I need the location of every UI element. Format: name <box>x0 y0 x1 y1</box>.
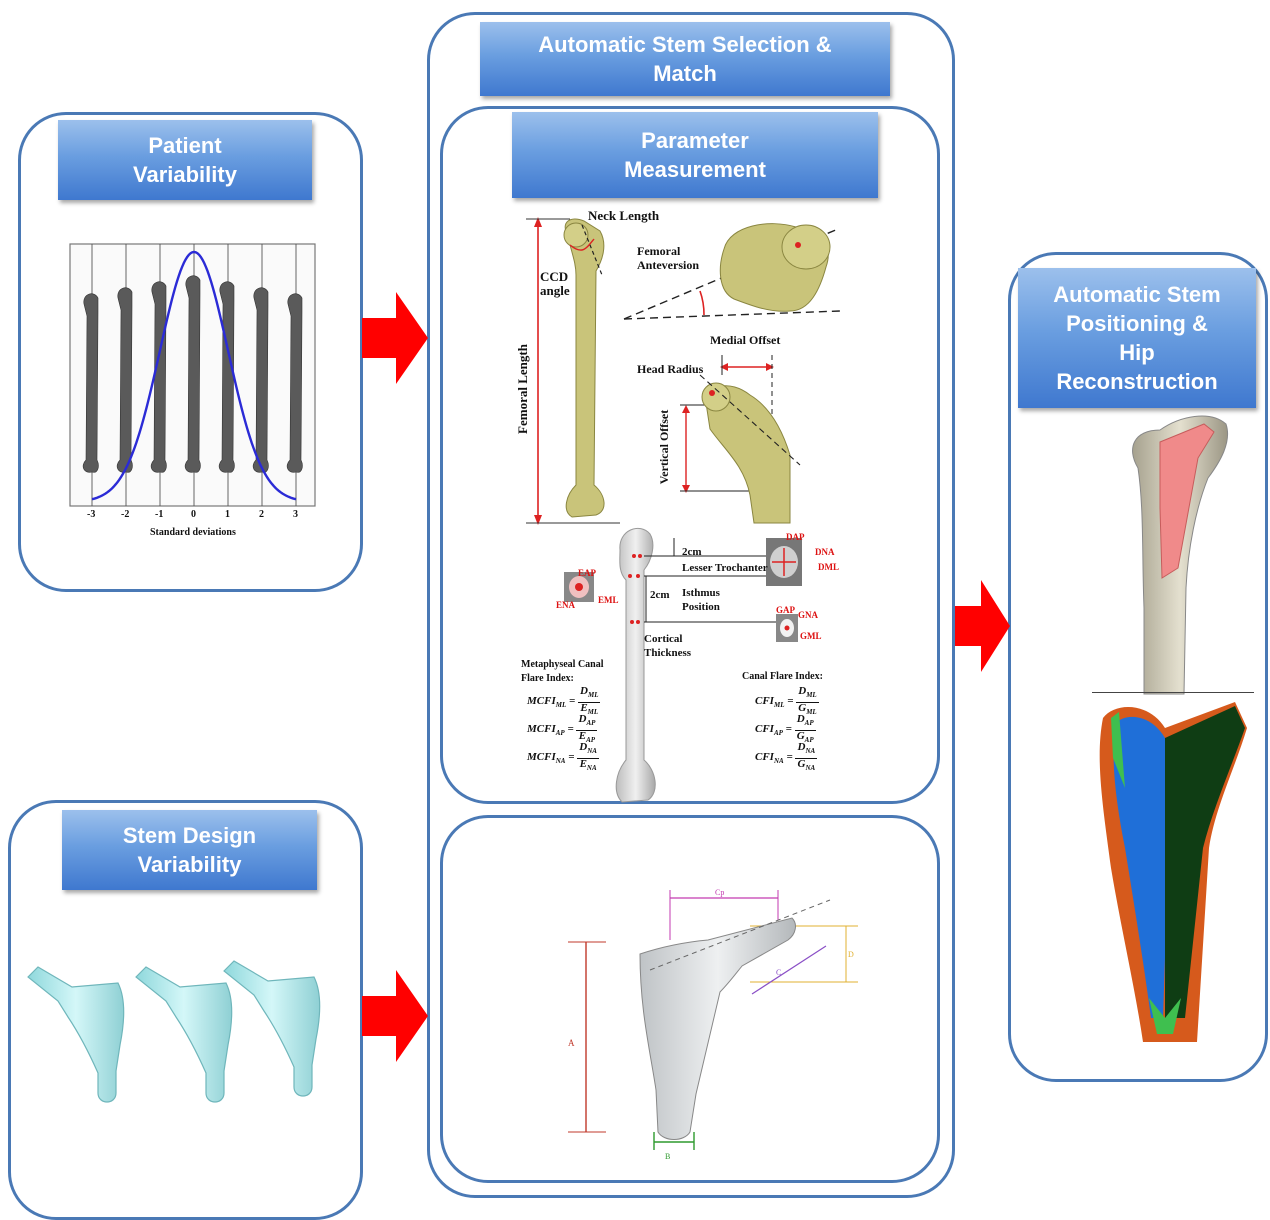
dim-a-label: A <box>568 1036 575 1050</box>
positioning-header: Automatic Stem Positioning & Hip Reconst… <box>1018 268 1256 408</box>
cfi-formulas: CFIML = DMLGMLCFIAP = DAPGAPCFINA = DNAG… <box>755 688 835 772</box>
stem-design-icon <box>136 967 232 1102</box>
g-ml-label: GML <box>800 629 822 643</box>
x-axis-label: Standard deviations <box>150 526 236 540</box>
stem-designs-illustration <box>20 955 350 1135</box>
isthmus-position-label: Isthmus Position <box>682 586 720 614</box>
flare-index-formula: CFINA = DNAGNA <box>755 744 835 772</box>
vertical-offset-label: Vertical Offset <box>657 401 671 493</box>
arrow-design-to-selection <box>362 970 430 1062</box>
stem-dimensions-illustration <box>560 880 870 1165</box>
arrow-selection-to-positioning <box>955 580 1011 672</box>
mcfi-formulas: MCFIML = DMLEMLMCFIAP = DAPEAPMCFINA = D… <box>527 688 607 772</box>
stem-design-icon <box>224 961 320 1096</box>
two-cm-label: 2cm <box>682 545 702 559</box>
dim-c-label: C <box>776 966 781 980</box>
tick-labels: -3 -2 -1 0 1 2 3 <box>62 508 322 522</box>
stem-design-icon <box>28 967 124 1102</box>
g-ap-label: GAP <box>776 603 795 617</box>
tick-label: 1 <box>225 508 230 522</box>
tick-label: -2 <box>121 508 129 522</box>
d-ml-label: DML <box>818 560 839 574</box>
parameter-measurement-header: Parameter Measurement <box>512 112 878 198</box>
dim-d-label: D <box>848 948 854 962</box>
d-ap-label: DAP <box>786 530 805 544</box>
e-ml-label: EML <box>598 593 619 607</box>
canal-flare-title: Canal Flare Index: <box>742 670 823 684</box>
tick-label: 3 <box>293 508 298 522</box>
metaphyseal-title: Metaphyseal Canal Flare Index: <box>521 658 604 686</box>
e-na-label: ENA <box>556 598 575 612</box>
hip-reconstruction-illustration <box>1100 408 1260 698</box>
femoral-anteversion-label: Femoral Anteversion <box>637 244 699 272</box>
d-na-label: DNA <box>815 545 835 559</box>
tick-label: -3 <box>87 508 95 522</box>
ccd-angle-label: CCD angle <box>540 270 570 298</box>
auto-selection-header: Automatic Stem Selection & Match <box>480 22 890 96</box>
dim-cp-label: Cp <box>715 886 724 900</box>
femoral-length-label: Femoral Length <box>516 334 530 444</box>
flare-index-formula: MCFIML = DMLEML <box>527 688 607 716</box>
medial-offset-label: Medial Offset <box>710 333 780 347</box>
flare-index-formula: CFIML = DMLGML <box>755 688 835 716</box>
two-cm-isthmus-label: 2cm <box>650 588 670 602</box>
distribution-chart: -3 -2 -1 0 1 2 3 Standard deviations <box>62 240 322 540</box>
e-ap-label: EAP <box>578 566 596 580</box>
tick-label: 2 <box>259 508 264 522</box>
head-radius-label: Head Radius <box>637 362 703 376</box>
arrow-patient-to-selection <box>362 292 430 384</box>
patient-variability-header: Patient Variability <box>58 120 312 200</box>
tick-label: 0 <box>191 508 196 522</box>
dim-b-label: B <box>665 1150 670 1164</box>
distribution-plot <box>62 240 322 540</box>
flare-index-formula: MCFINA = DNAENA <box>527 744 607 772</box>
stem-design-header: Stem Design Variability <box>62 810 317 890</box>
lesser-trochanter-label: Lesser Trochanter <box>682 561 768 575</box>
g-na-label: GNA <box>798 608 818 622</box>
flare-index-formula: CFIAP = DAPGAP <box>755 716 835 744</box>
fem-mesh-illustration <box>1085 698 1255 1048</box>
tick-label: -1 <box>155 508 163 522</box>
cortical-thickness-label: Cortical Thickness <box>644 632 691 660</box>
divider-line <box>1092 692 1254 693</box>
flare-index-formula: MCFIAP = DAPEAP <box>527 716 607 744</box>
